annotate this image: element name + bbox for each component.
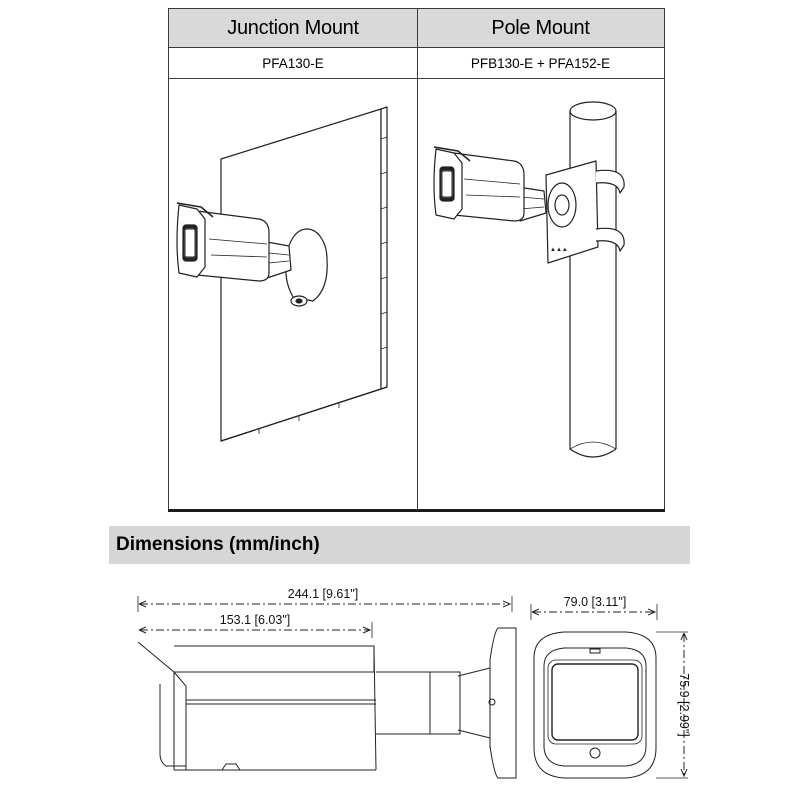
front-width-label: 79.0 [3.11"] [564, 595, 627, 609]
pole-mount-header: Pole Mount [417, 9, 664, 47]
junction-mount-model: PFA130-E [169, 47, 417, 79]
table-column-divider [417, 9, 418, 510]
table-bottom-rule [168, 509, 665, 512]
pole-mount-illustration: ▲▲▲ [433, 101, 625, 458]
junction-mount-header: Junction Mount [169, 9, 417, 47]
overall-length-label: 244.1 [9.61"] [288, 587, 358, 601]
pole-mount-model: PFB130-E + PFA152-E [417, 47, 664, 79]
body-length-label: 153.1 [6.03"] [220, 613, 290, 627]
svg-text:▲▲▲: ▲▲▲ [550, 247, 568, 253]
dimensions-title: Dimensions (mm/inch) [116, 534, 320, 555]
front-height-label: 75.9 [2.99"] [677, 673, 691, 737]
junction-mount-illustration [176, 106, 388, 442]
dimensions-drawing: 244.1 [9.61"] 153.1 [6.03"] 79.0 [3.11"]… [137, 587, 691, 779]
dimensions-section-header: Dimensions (mm/inch) [109, 526, 690, 564]
mount-table: Junction Mount Pole Mount PFA130-E PFB13… [168, 8, 665, 512]
